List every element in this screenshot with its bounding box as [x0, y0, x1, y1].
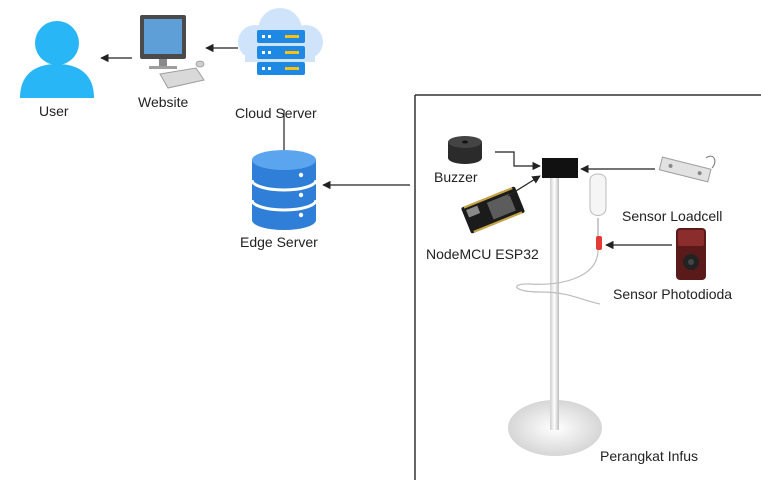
load-cell-icon [658, 155, 716, 183]
sensor-loadcell-label: Sensor Loadcell [622, 208, 723, 224]
user-label: User [39, 103, 69, 119]
cloud-server-label: Cloud Server [235, 105, 317, 121]
device-enclosure [414, 94, 761, 480]
nodemcu-label: NodeMCU ESP32 [426, 246, 539, 262]
photodiode-sensor-icon [676, 228, 706, 280]
database-icon [250, 150, 318, 230]
buzzer-label: Buzzer [434, 169, 478, 185]
arrow-buzzer-to-controller [495, 151, 541, 171]
user-icon [20, 21, 94, 98]
microcontroller-board-icon [461, 186, 525, 234]
arrow-esp32-to-controller [507, 175, 541, 197]
website-label: Website [138, 94, 189, 110]
sensor-photodioda-label: Sensor Photodioda [613, 286, 733, 302]
desktop-computer-icon [140, 15, 205, 89]
connectors [100, 43, 672, 250]
iv-stand-icon [508, 158, 607, 456]
edge-server-label: Edge Server [240, 234, 318, 250]
buzzer-icon [448, 136, 482, 164]
perangkat-infus-label: Perangkat Infus [600, 448, 699, 464]
cloud-server-icon [238, 8, 323, 75]
